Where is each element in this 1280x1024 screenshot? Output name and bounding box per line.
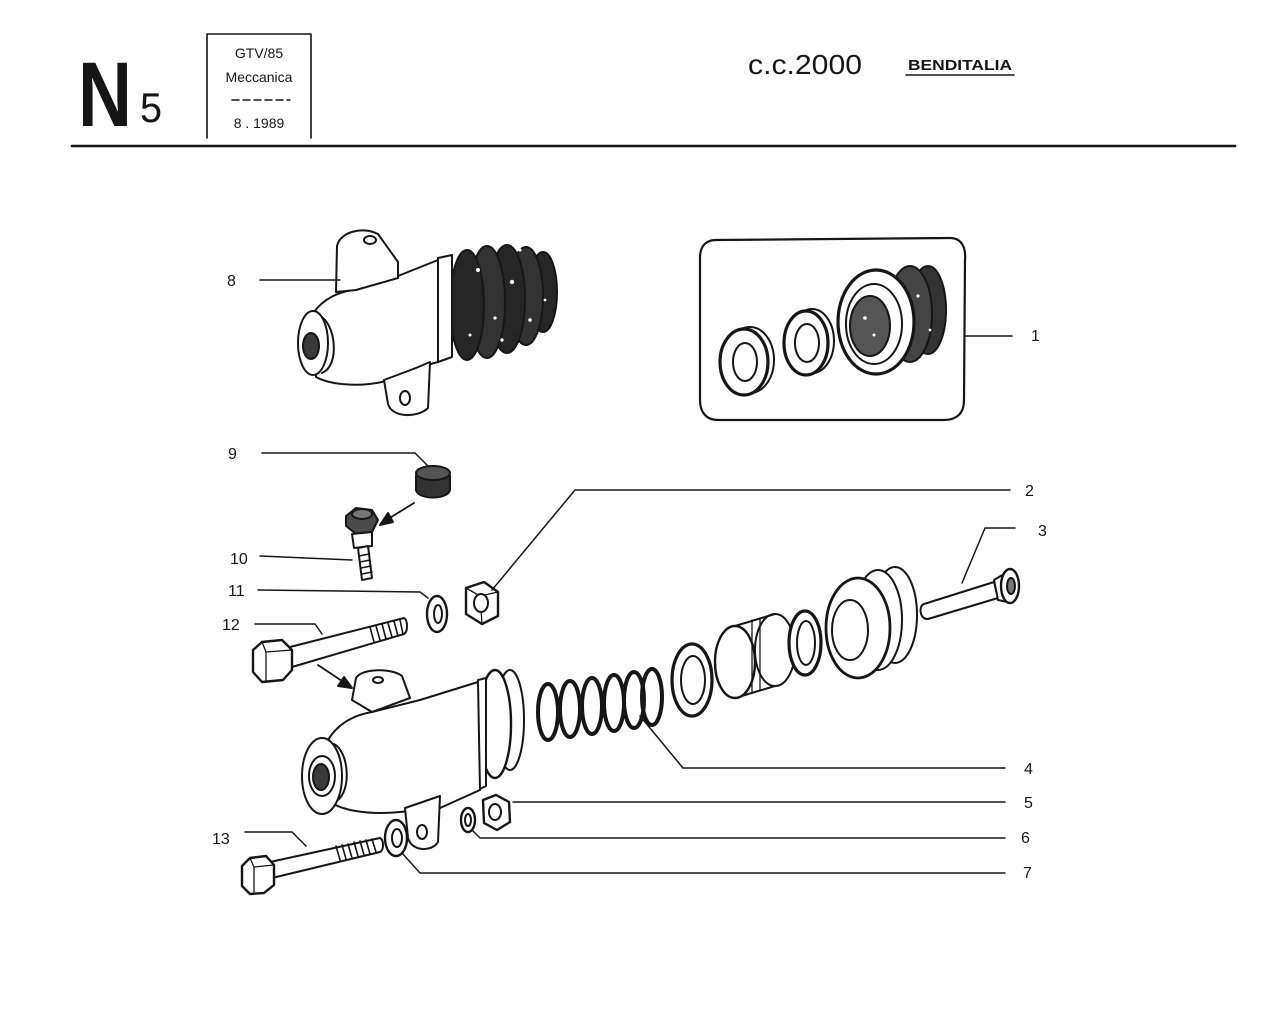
section-number: 5 [140,84,162,131]
leader-12 [254,623,323,635]
slave-cylinder-assembly [297,229,558,416]
repair-kit-frame [698,236,967,422]
leader-4 [639,715,1006,769]
leader-lines [244,279,1016,874]
callout-3: 3 [1038,523,1047,540]
piston [713,613,796,700]
group-label: Meccanica [226,69,293,85]
callout-11: 11 [228,583,245,600]
spring-washer [459,806,477,834]
leader-2 [491,489,1011,591]
engine-capacity: c.c.2000 [748,49,862,80]
bleed-screw-cap [415,465,451,499]
flat-washer [383,818,409,858]
nut-large [464,580,500,626]
mounting-bolt-short [240,837,384,896]
model-label: GTV/85 [235,45,283,61]
leader-10 [259,555,353,561]
callout-4: 4 [1024,761,1033,778]
piston-cup-seal [670,642,714,718]
info-box: GTV/85 Meccanica 8 . 1989 [206,33,312,139]
callout-1: 1 [1031,328,1040,345]
date-label: 8 . 1989 [234,115,285,131]
callout-12: 12 [222,617,240,634]
fitting-arrow [379,502,415,526]
leader-3 [961,527,1016,584]
leader-11 [257,589,429,599]
leader-13 [244,831,307,847]
kit-washer-small [718,326,775,397]
leader-6 [471,829,1006,839]
callout-7: 7 [1023,865,1032,882]
callout-13: 13 [212,831,230,848]
slave-cylinder-body [301,668,525,850]
callout-6: 6 [1021,830,1030,847]
push-rod [919,567,1021,620]
callout-5: 5 [1024,795,1033,812]
fitting-arrow [317,664,353,689]
kit-piston-seal [836,265,947,376]
page-header: N 5 GTV/85 Meccanica 8 . 1989 c.c.2000 B… [70,33,1237,148]
callout-10: 10 [230,551,248,568]
section-letter: N [78,44,132,146]
supplier-name: BENDITALIA [908,57,1012,74]
repair-kit [698,236,967,422]
piston-seal [824,566,918,680]
callout-labels: 8 1 9 2 3 10 11 12 4 5 6 7 13 [212,273,1047,882]
mounting-bolt-long [251,617,408,684]
callout-9: 9 [228,446,237,463]
piston-washer [787,609,823,677]
copper-washer [425,594,449,634]
leader-7 [401,852,1006,874]
leader-9 [261,452,429,467]
callout-8: 8 [227,273,236,290]
bleed-screw [345,507,379,581]
kit-washer-medium [782,308,835,377]
info-box-frame [206,33,312,139]
callout-2: 2 [1025,483,1034,500]
return-spring [536,667,664,742]
nut-small [481,793,512,832]
